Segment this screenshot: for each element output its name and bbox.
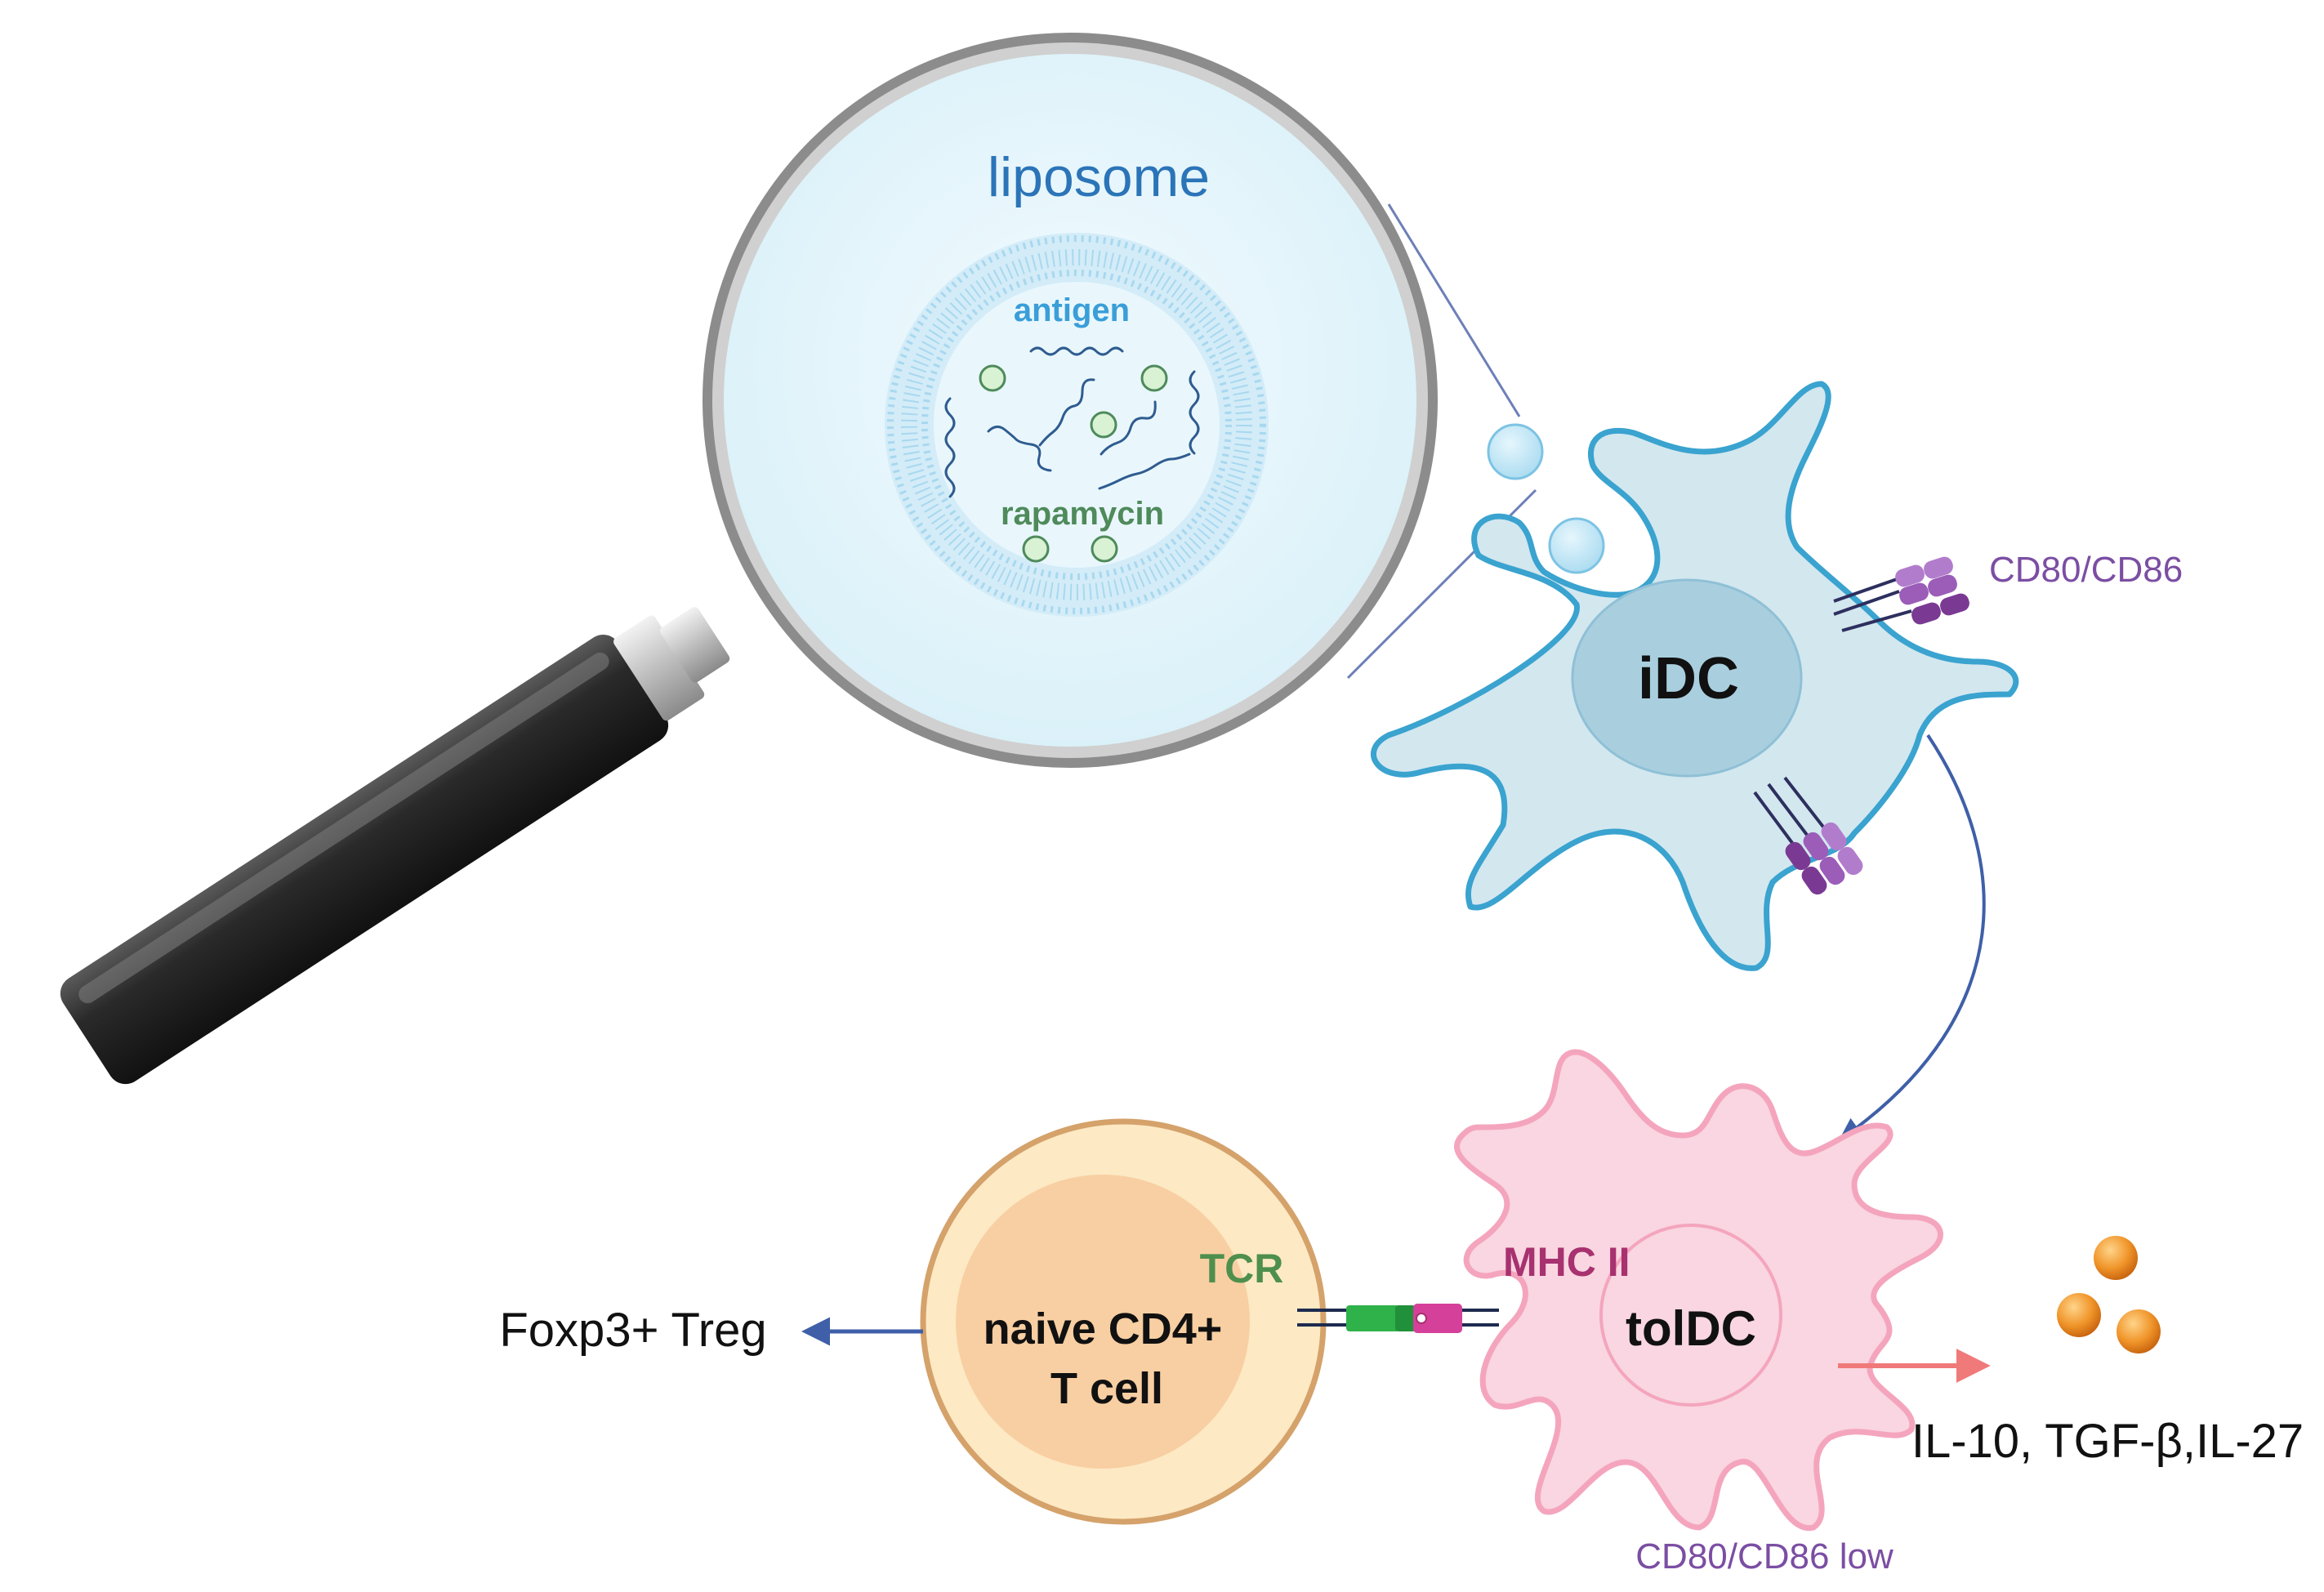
rapamycin-label: rapamycin [1001,496,1164,532]
cd80-cd86-low-label: CD80/CD86 low [1635,1536,1894,1576]
cytokine-beads [2057,1236,2161,1353]
naive-t-cell-label-line1: naive CD4+ [984,1304,1223,1353]
antigen-strands [944,346,1200,498]
toldc-label: tolDC [1626,1301,1756,1356]
magnifier-handle [60,607,730,1085]
tcr-label: TCR [1200,1246,1284,1291]
naive-t-cell-label-line2: T cell [1050,1364,1163,1413]
cd80-cd86-receptor-lower [1753,776,1863,895]
idc-cell [1371,381,2019,971]
rapamycin-dots [979,364,1168,563]
tcr-mhc-synapse [1297,1304,1499,1333]
antigen-label: antigen [1014,292,1130,328]
foxp3-treg-label: Foxp3+ Treg [499,1304,766,1357]
naive-t-cell [920,1118,1327,1525]
liposome-label: liposome [988,146,1210,208]
cd80-cd86-receptor-upper [1833,556,1969,632]
liposome-particles [1487,423,1605,574]
liposome-vesicle [885,233,1269,617]
toldc-cell [1454,1049,1943,1532]
mhc-ii-label: MHC II [1503,1239,1630,1285]
maturation-arrow [1838,734,1986,1141]
cytokines-label: IL-10, TGF-β,IL-27 [1911,1415,2304,1468]
idc-label: iDC [1638,646,1739,711]
cd80-cd86-label: CD80/CD86 [1989,550,2183,590]
